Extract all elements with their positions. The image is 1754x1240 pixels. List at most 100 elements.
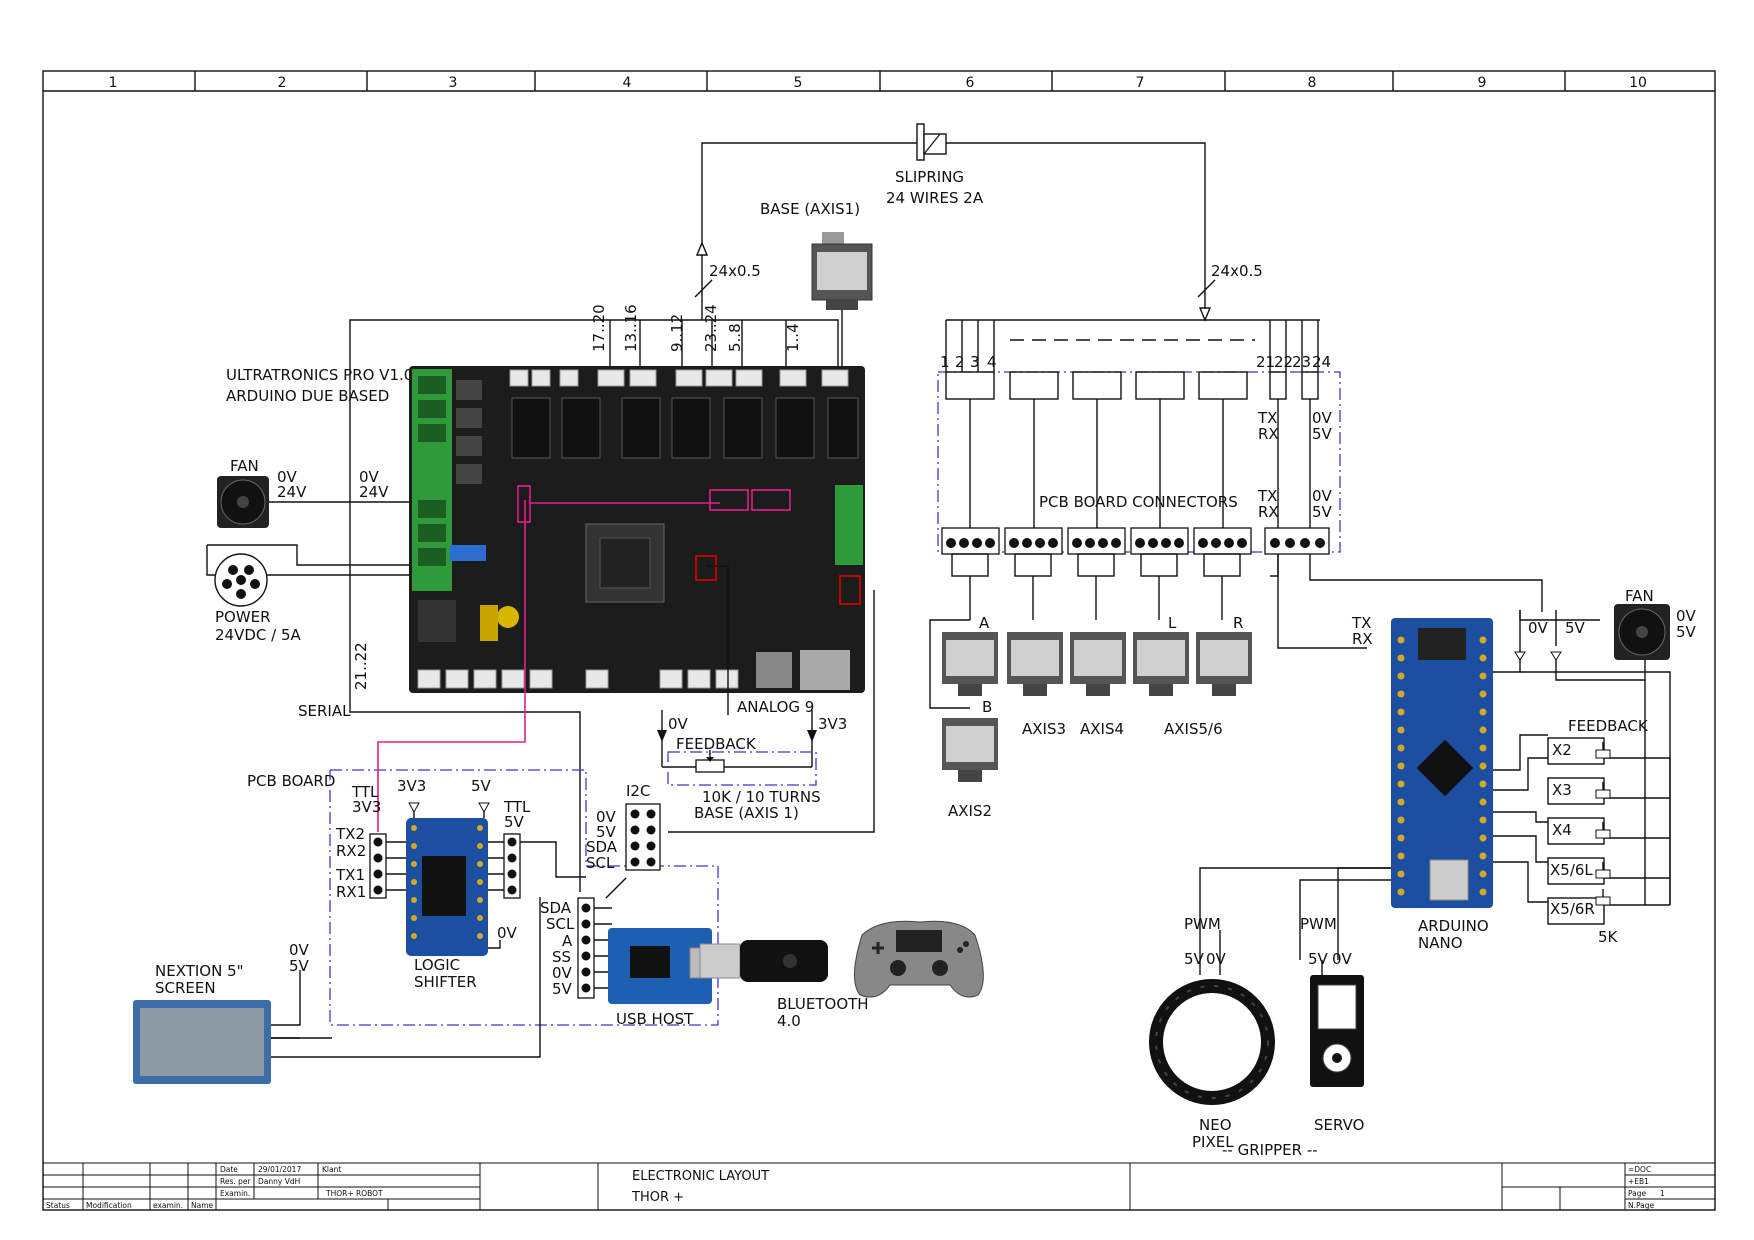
usb-5v: 5V (552, 980, 573, 998)
pixel-label: PIXEL (1192, 1133, 1234, 1151)
ls-0v: 0V (497, 924, 518, 942)
grid-col-9: 9 (1478, 75, 1487, 91)
bluetooth-label: BLUETOOTH (777, 995, 869, 1013)
gripper-wiring (1199, 867, 1391, 975)
date-label: Date (220, 1165, 238, 1174)
bluetooth-version: 4.0 (777, 1012, 801, 1030)
header-pin-labels: 17..20 13..16 9..12 23..24 5..8 1..4 (590, 304, 802, 352)
neo-label: NEO (1199, 1116, 1232, 1134)
conn-1: 1 (940, 353, 950, 371)
slipring-label: SLIPRING (895, 168, 964, 186)
serial-pins: 21..22 (352, 642, 370, 690)
pin-17-20: 17..20 (590, 304, 608, 352)
fan-right-5v: 5V (1676, 623, 1697, 641)
k5-label: 5K (1598, 928, 1619, 946)
slipring-symbol (916, 123, 947, 161)
pcb-connectors-label: PCB BOARD CONNECTORS (1039, 493, 1238, 511)
axis2-link (929, 619, 970, 709)
feedback-pot-labels: X2 X3 X4 X5/6L X5/6R 5K (1550, 741, 1619, 946)
usb-ss: SS (552, 948, 571, 966)
connector-bus (945, 319, 1320, 372)
feedback-pot-symbols (1595, 742, 1611, 906)
i2c-sda: SDA (586, 838, 618, 856)
servo-0v: 0V (1332, 950, 1353, 968)
nextion-label: NEXTION 5" (155, 962, 244, 980)
ls-5v: 5V (471, 777, 492, 795)
connector-signal-labels: TX RX 0V 5V TX RX 0V 5V (1257, 409, 1333, 521)
axis56-label: AXIS5/6 (1164, 720, 1223, 738)
usb-scl: SCL (546, 915, 575, 933)
board-subtitle: ARDUINO DUE BASED (226, 387, 389, 405)
pink-serial-wire (377, 500, 526, 832)
grid-col-6: 6 (966, 75, 975, 91)
axis-stepper-motors (942, 632, 1252, 782)
npage-label: N.Page (1628, 1201, 1655, 1210)
feedback-base-label: FEEDBACK (676, 735, 757, 753)
feedback-right-label: FEEDBACK (1568, 717, 1649, 735)
neo-0v: 0V (1206, 950, 1227, 968)
conn-24: 24 (1312, 353, 1331, 371)
connector-groups (945, 371, 1319, 528)
axis3-label: AXIS3 (1022, 720, 1066, 738)
pin-23-24: 23..24 (702, 304, 720, 352)
tx-a: TX (1257, 409, 1277, 427)
pot-board-outline (667, 751, 817, 786)
ttl-3v3-a: TTL (351, 783, 379, 801)
fan-left-label: FAN (230, 457, 259, 475)
grid-col-2: 2 (278, 75, 287, 91)
drawing-subtitle: THOR + (631, 1190, 684, 1205)
pwm-a: PWM (1184, 915, 1221, 933)
power-spec: 24VDC / 5A (215, 626, 302, 644)
fan-left-icon (217, 476, 269, 528)
conn-23: 23 (1292, 353, 1311, 371)
tx1-label: TX1 (335, 866, 365, 884)
i2c-5v: 5V (596, 823, 617, 841)
usb-sda: SDA (540, 899, 572, 917)
i2c-pin-labels: 0V 5V SDA SCL (586, 808, 618, 872)
pin-5-8: 5..8 (726, 323, 744, 352)
pcb-board-label: PCB BOARD (247, 772, 335, 790)
usb-a: A (562, 932, 573, 950)
arduino-label: ARDUINO (1418, 917, 1489, 935)
uart-labels: TX2 RX2 TX1 RX1 (335, 825, 366, 901)
tx2-label: TX2 (335, 825, 365, 843)
i2c-0v: 0V (596, 808, 617, 826)
examin-header: examin. (153, 1201, 183, 1210)
usb-0v: 0V (552, 964, 573, 982)
res-value: Danny VdH (258, 1177, 300, 1186)
screen-label: SCREEN (155, 979, 216, 997)
base-axis1-label: BASE (AXIS1) (760, 200, 860, 218)
conn-22: 22 (1274, 353, 1293, 371)
nano-5v: 5V (1565, 619, 1586, 637)
motor-letters: A B L R (979, 614, 1243, 716)
rx1-label: RX1 (336, 883, 366, 901)
date-value: 29/01/2017 (258, 1165, 301, 1174)
conn-3: 3 (970, 353, 980, 371)
pot-3v3: 3V3 (818, 715, 847, 733)
nextion-screen (133, 1000, 271, 1084)
gamepad-icon (853, 920, 984, 998)
v5-b: 5V (1312, 503, 1333, 521)
nano-label: NANO (1418, 934, 1463, 952)
nano-0v: 0V (1528, 619, 1549, 637)
ttl-5v-b: 5V (504, 813, 525, 831)
gripper-label: -- GRIPPER -- (1222, 1141, 1318, 1159)
terminal-blocks (941, 527, 1330, 555)
gripper-labels: PWM PWM 5V 0V 5V 0V (1184, 915, 1353, 968)
pot-base-label: BASE (AXIS 1) (694, 804, 799, 822)
drawing-frame (42, 70, 1716, 1211)
examin-label: Examin. (220, 1189, 250, 1198)
grid-column-dividers (194, 71, 1566, 91)
ttl-3v3-header (369, 833, 387, 899)
ttl-5v-header (503, 833, 521, 899)
serial-label: SERIAL (298, 702, 351, 720)
analog9-wiring (661, 565, 875, 833)
board-24v: 24V (359, 483, 389, 501)
board-header-wires (349, 319, 839, 550)
grid-col-10: 10 (1629, 75, 1647, 91)
fan-right-0v: 0V (1676, 607, 1697, 625)
grid-col-8: 8 (1308, 75, 1317, 91)
board-highlights (517, 485, 861, 605)
conn-2: 2 (955, 353, 965, 371)
feedback-pots-wiring (1493, 680, 1671, 925)
